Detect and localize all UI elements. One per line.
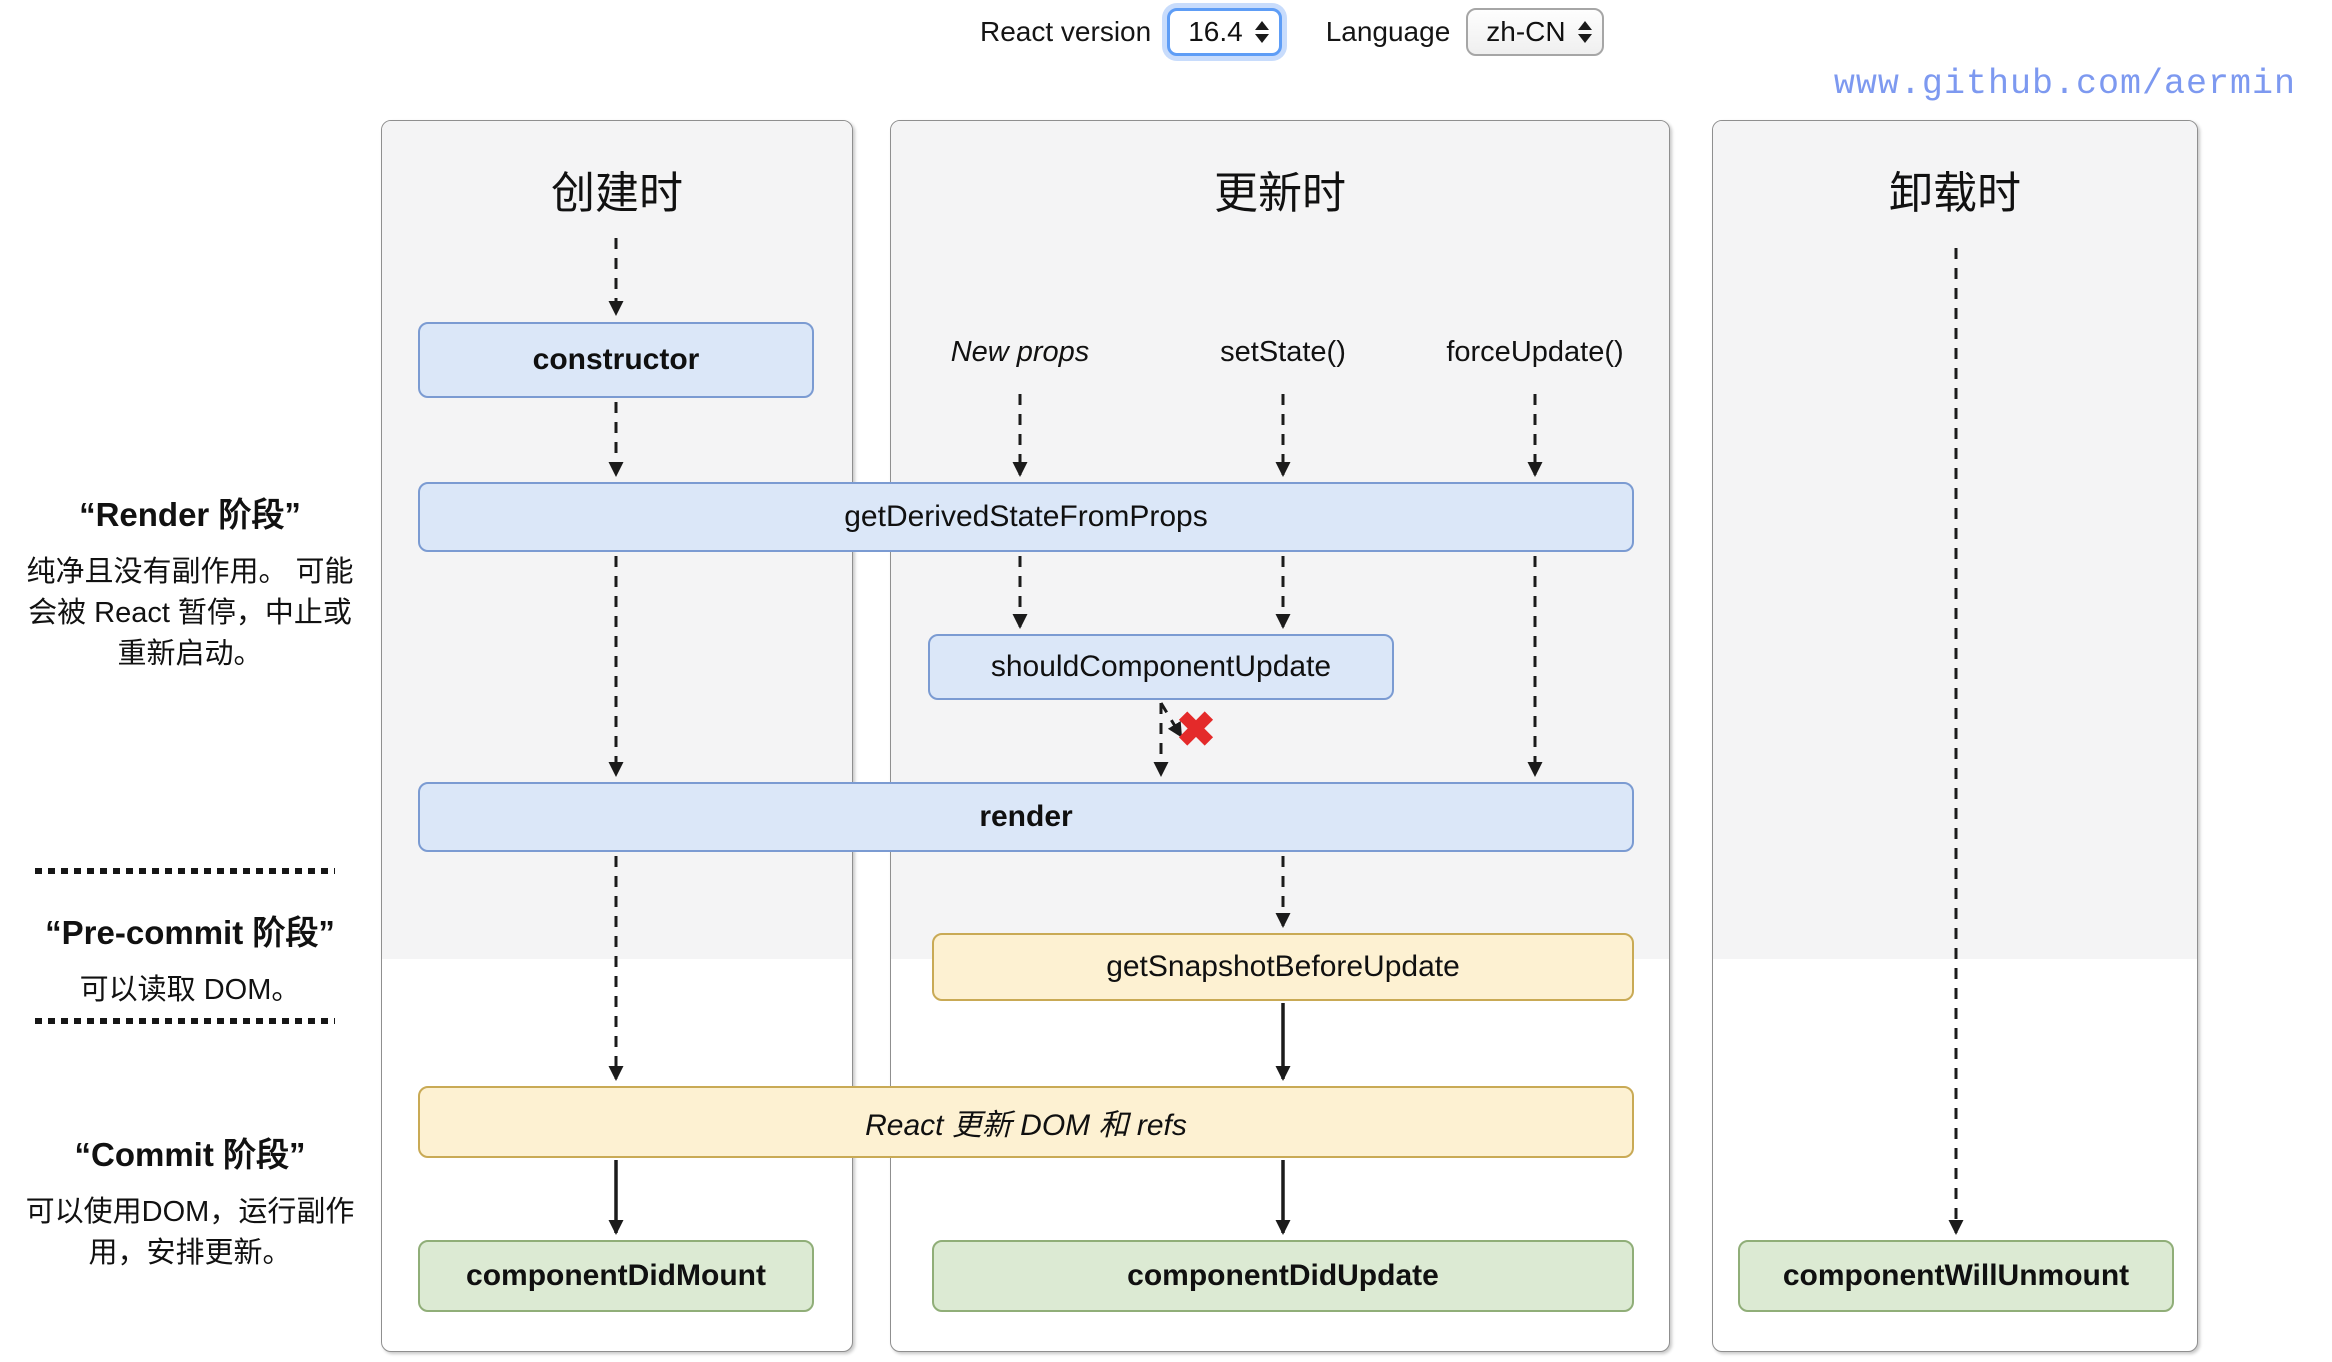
render-phase-description: 纯净且没有副作用。 可能会被 React 暂停，中止或重新启动。 [26, 556, 354, 670]
method-render[interactable]: render [418, 782, 1634, 852]
phase-separator-dotted [35, 868, 335, 874]
phase-separator-dotted [35, 1018, 335, 1024]
language-label: Language [1325, 16, 1451, 47]
top-controls: React version 16.4 Language zh-CN [980, 8, 1604, 56]
stepper-up-icon [1577, 21, 1592, 30]
method-component-did-mount[interactable]: componentDidMount [418, 1240, 814, 1312]
method-get-derived-state-from-props[interactable]: getDerivedStateFromProps [418, 482, 1634, 552]
precommit-phase-description: 可以读取 DOM。 [79, 974, 301, 1006]
column-mounting: 创建时 [381, 120, 853, 1352]
column-updating: 更新时 [890, 120, 1670, 1352]
react-version-select[interactable]: 16.4 [1167, 8, 1282, 56]
commit-phase-description: 可以使用DOM，运行副作用，安排更新。 [25, 1196, 355, 1269]
column-unmounting: 卸载时 [1712, 120, 2198, 1352]
column-title-mounting: 创建时 [551, 169, 683, 218]
stepper-up-icon [1254, 21, 1269, 30]
method-should-component-update[interactable]: shouldComponentUpdate [928, 634, 1394, 700]
language-select[interactable]: zh-CN [1466, 8, 1604, 56]
commit-phase-label: “Commit 阶段” 可以使用DOM，运行副作用，安排更新。 [22, 1128, 358, 1274]
column-title-updating: 更新时 [1214, 169, 1346, 218]
method-get-snapshot-before-update[interactable]: getSnapshotBeforeUpdate [932, 933, 1634, 1001]
stepper-arrows-icon [1254, 21, 1269, 43]
stepper-down-icon [1254, 34, 1269, 43]
cancel-update-mark: ✖ [1175, 704, 1217, 757]
render-phase-label: “Render 阶段” 纯净且没有副作用。 可能会被 React 暂停，中止或重… [22, 488, 358, 675]
commit-phase-title: “Commit 阶段” [74, 1136, 306, 1173]
method-component-did-update[interactable]: componentDidUpdate [932, 1240, 1634, 1312]
method-constructor[interactable]: constructor [418, 322, 814, 398]
stepper-arrows-icon [1577, 21, 1592, 43]
trigger-new-props: New props [950, 336, 1090, 368]
trigger-set-state: setState() [1220, 336, 1346, 368]
precommit-phase-label: “Pre-commit 阶段” 可以读取 DOM。 [22, 906, 358, 1011]
render-phase-title: “Render 阶段” [79, 496, 301, 533]
method-component-will-unmount[interactable]: componentWillUnmount [1738, 1240, 2174, 1312]
precommit-phase-title: “Pre-commit 阶段” [45, 914, 335, 951]
watermark-url: www.github.com/aermin [1833, 64, 2296, 104]
stepper-down-icon [1577, 34, 1592, 43]
react-updates-dom-box: React 更新 DOM 和 refs [418, 1086, 1634, 1158]
react-version-label: React version [980, 16, 1152, 47]
render-phase-background [1713, 121, 2197, 959]
trigger-force-update: forceUpdate() [1446, 336, 1624, 368]
react-version-value: 16.4 [1188, 16, 1243, 47]
language-value: zh-CN [1486, 16, 1566, 47]
column-title-unmounting: 卸载时 [1889, 169, 2021, 218]
